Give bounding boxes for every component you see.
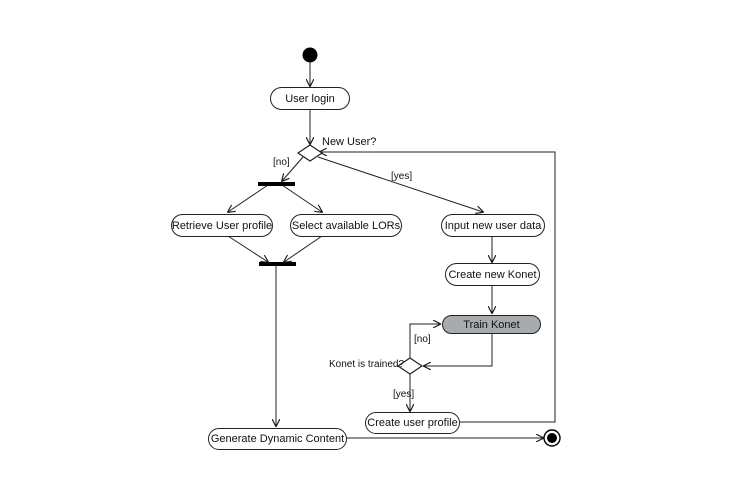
edge-decision-input (317, 156, 483, 212)
edge-decision-fork (282, 156, 304, 181)
edge-select-join (284, 235, 323, 262)
guard-yes-konet: [yes] (393, 389, 415, 400)
action-train-konet: Train Konet (442, 315, 541, 334)
action-create-new-konet: Create new Konet (445, 263, 540, 286)
edge-fork-retrieve (228, 184, 269, 212)
decision-konet-trained (396, 357, 424, 375)
guard-no-new-user: [no] (273, 157, 290, 168)
edge-train-decision (424, 334, 493, 366)
guard-no-konet: [no] (414, 334, 431, 345)
action-user-login: User login (270, 87, 350, 110)
action-generate-dynamic-content: Generate Dynamic Content (208, 428, 347, 450)
edge-decision-train-loop (409, 324, 440, 358)
final-node-core (547, 433, 557, 443)
edge-retrieve-join (227, 235, 268, 262)
action-input-new-user-data: Input new user data (441, 214, 545, 237)
action-create-user-profile: Create user profile (365, 412, 460, 434)
action-retrieve-user-profile: Retrieve User profile (171, 214, 273, 237)
decision-new-user (296, 144, 324, 162)
action-select-available-lors: Select available LORs (290, 214, 402, 237)
guard-yes-new-user: [yes] (391, 171, 413, 182)
decision-label-new-user: New User? (322, 136, 377, 148)
initial-node (302, 47, 318, 63)
edge-fork-select (281, 184, 322, 212)
fork-bar (258, 182, 295, 186)
decision-label-konet-trained: Konet is trained? (329, 359, 405, 370)
join-bar (259, 262, 296, 266)
edge-profile-loop (320, 152, 556, 423)
